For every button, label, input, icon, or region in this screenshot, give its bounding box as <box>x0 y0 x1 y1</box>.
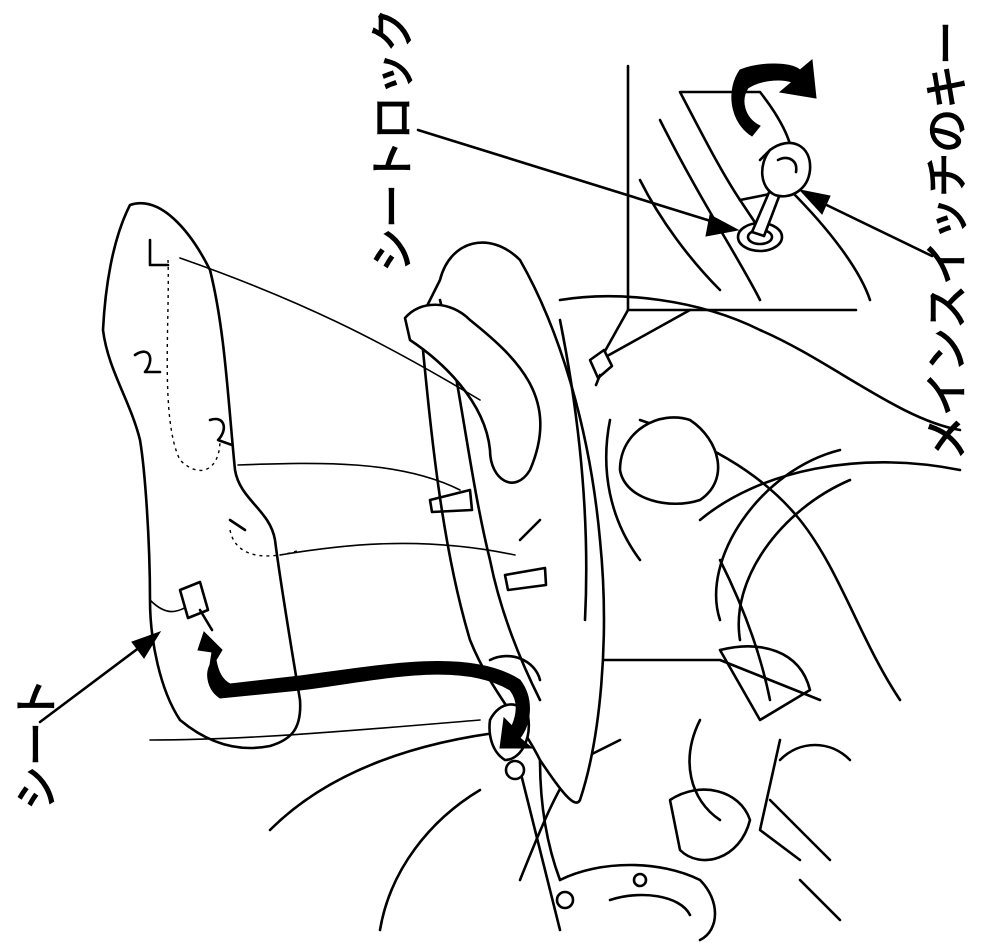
seat-lock-label: シートロック <box>368 8 419 272</box>
seat-label: シート <box>12 678 63 810</box>
seat-lock-inset <box>598 59 872 362</box>
seat-lock-leader-line <box>416 128 732 229</box>
seat <box>101 202 516 750</box>
main-switch-key-label: メインスイッチのキー <box>922 21 973 460</box>
seat-motion-arrow-icon <box>197 631 534 749</box>
motorcycle-body <box>268 294 962 942</box>
leader-lines <box>38 128 934 724</box>
key-leader-line <box>806 194 934 258</box>
key-icon <box>750 141 812 238</box>
rotate-arrow-icon <box>731 59 817 137</box>
seat-leader-line <box>38 636 154 724</box>
seat-base-frame <box>403 241 614 804</box>
